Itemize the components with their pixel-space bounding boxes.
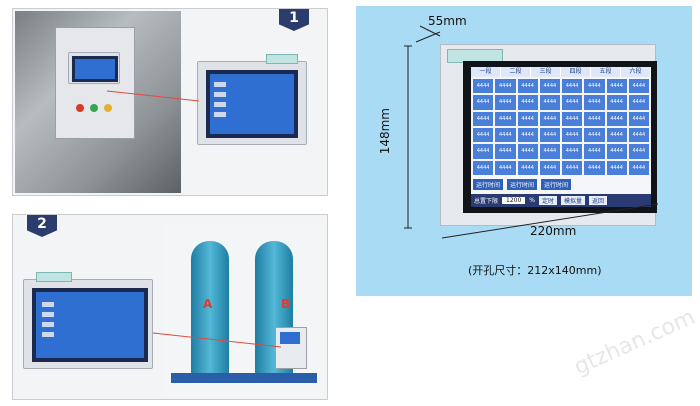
value-cell[interactable]: 4444 [495,95,516,110]
cabinet-photo [15,11,181,193]
tab-1[interactable]: 一段 [471,67,501,77]
back-button[interactable]: 返回 [589,196,608,205]
value-cell[interactable]: 4444 [539,111,560,126]
value-cell[interactable]: 4444 [562,79,583,94]
value-cell[interactable]: 4444 [606,160,627,175]
value-cell[interactable]: 4444 [606,127,627,143]
tab-5[interactable]: 五段 [591,67,621,77]
cabinet-hmi [68,52,120,84]
value-cell[interactable]: 4444 [562,160,583,175]
hmi-closeup [197,54,307,145]
value-cell[interactable]: 4444 [628,95,649,110]
bottom-label: 总置下限 [474,198,499,205]
value-cell[interactable]: 4444 [539,79,560,94]
value-cell[interactable]: 4444 [628,111,649,126]
tab-2[interactable]: 二段 [501,67,531,77]
step-badge-2: 2 [27,215,57,237]
panel-2: 2 A B [12,214,328,400]
value-cell[interactable]: 4444 [584,95,605,110]
value-cell[interactable]: 4444 [539,144,560,159]
screen-tabs: 一段 二段 三段 四段 五段 六段 [471,67,651,77]
bottom-bar: 总置下限 1200 % 定时 模拟量 返回 [471,194,651,207]
callout-line-2 [152,332,282,348]
time-label-2: 运行时间 [507,178,538,190]
value-cell[interactable]: 4444 [495,144,516,159]
value-cell[interactable]: 4444 [562,111,583,126]
yellow-light-icon [104,104,112,112]
value-cell[interactable]: 4444 [517,79,538,94]
value-cell[interactable]: 4444 [606,111,627,126]
cutout-note: (开孔尺寸：212x140mm) [468,264,602,277]
value-cell[interactable]: 4444 [495,127,516,143]
value-cell[interactable]: 4444 [495,160,516,175]
value-cell[interactable]: 4444 [473,95,494,110]
bottom-value-input[interactable]: 1200 [502,197,526,204]
value-cell[interactable]: 4444 [473,79,494,94]
value-cell[interactable]: 4444 [473,144,494,159]
tank-b-label: B [281,297,291,311]
watermark: gtzhan.com [570,304,699,381]
red-light-icon [76,104,84,112]
panel-1: 1 [12,8,328,196]
value-cell[interactable]: 4444 [495,79,516,94]
value-cell[interactable]: 4444 [473,111,494,126]
value-cell[interactable]: 4444 [539,127,560,143]
tank-a [191,241,229,381]
step-badge-1: 1 [279,9,309,31]
value-cell[interactable]: 4444 [517,127,538,143]
generator-photo: A B [163,223,325,397]
value-cell[interactable]: 4444 [584,127,605,143]
value-cell[interactable]: 4444 [628,160,649,175]
hmi-panel [23,272,153,369]
value-cell[interactable]: 4444 [539,160,560,175]
time-label-1: 运行时间 [473,178,504,190]
value-cell[interactable]: 4444 [606,79,627,94]
tank-a-label: A [203,297,213,311]
value-cell[interactable]: 4444 [562,95,583,110]
value-cell[interactable]: 4444 [473,127,494,143]
value-cell[interactable]: 4444 [628,127,649,143]
value-cell[interactable]: 4444 [584,111,605,126]
value-cell[interactable]: 4444 [517,95,538,110]
value-cell[interactable]: 4444 [517,160,538,175]
control-box [275,327,307,369]
time-label-3: 运行时间 [541,178,572,190]
tab-3[interactable]: 三段 [531,67,561,77]
height-dimension: 148mm [378,108,392,155]
value-cell[interactable]: 4444 [517,144,538,159]
tab-6[interactable]: 六段 [621,67,651,77]
value-cell[interactable]: 4444 [628,144,649,159]
dimension-lines [404,25,659,239]
tab-4[interactable]: 四段 [561,67,591,77]
depth-dimension: 55mm [428,14,467,28]
value-cell[interactable]: 4444 [517,111,538,126]
callout-line [106,90,200,102]
value-cell[interactable]: 4444 [606,95,627,110]
width-dimension: 220mm [530,224,577,238]
bottom-unit: % [529,197,535,204]
value-cell[interactable]: 4444 [584,79,605,94]
time-row: 运行时间 运行时间 运行时间 [473,177,649,191]
analog-button[interactable]: 模拟量 [561,196,586,205]
value-cell[interactable]: 4444 [606,144,627,159]
value-cell[interactable]: 4444 [584,144,605,159]
value-cell[interactable]: 4444 [473,160,494,175]
green-light-icon [90,104,98,112]
control-cabinet [55,27,135,139]
value-cell[interactable]: 4444 [495,111,516,126]
value-cell[interactable]: 4444 [562,144,583,159]
value-cell[interactable]: 4444 [562,127,583,143]
value-cell[interactable]: 4444 [539,95,560,110]
value-cell[interactable]: 4444 [584,160,605,175]
value-cell[interactable]: 4444 [628,79,649,94]
skid-base [171,373,317,383]
timer-button[interactable]: 定时 [539,196,558,205]
